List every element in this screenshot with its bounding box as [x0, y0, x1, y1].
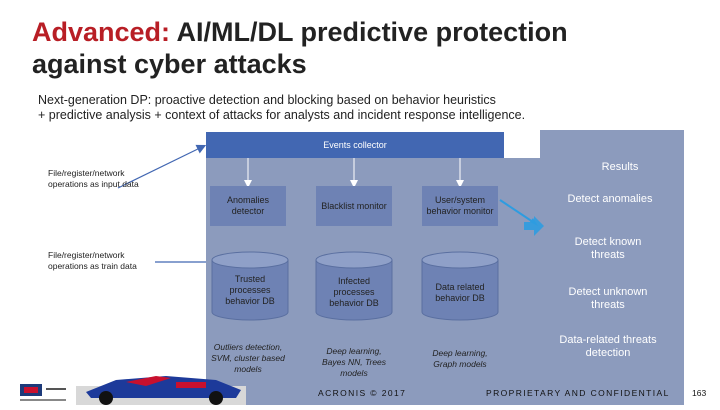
footer-logo-area	[20, 382, 70, 405]
results-arrow	[499, 199, 537, 225]
input-arrow	[117, 144, 207, 189]
model-label-1: Outliers detection, SVM, cluster based m…	[211, 342, 285, 374]
cylinder-icon	[211, 251, 289, 321]
input-data-label: File/register/network operations as inpu…	[48, 168, 139, 189]
title-accent: Advanced:	[32, 17, 171, 47]
train-data-label: File/register/network operations as trai…	[48, 250, 137, 271]
events-collector-label: Events collector	[323, 140, 387, 150]
model-label-2: Deep learning, Bayes NN, Trees models	[321, 346, 387, 378]
behavior-monitor-box: User/system behavior monitor	[422, 186, 498, 226]
subtitle-line1: Next-generation DP: proactive detection …	[38, 93, 496, 107]
title-text: AI/ML/DL predictive protection	[170, 17, 568, 47]
cylinder-icon	[315, 251, 393, 321]
footer-copyright: ACRONIS © 2017	[318, 388, 407, 398]
result-known-threats: Detect known threats	[574, 236, 642, 261]
anomalies-detector-box: Anomalies detector	[210, 186, 286, 226]
race-car-icon	[76, 376, 246, 405]
infected-db-label: Infected processes behavior DB	[329, 276, 379, 308]
footer-page-number: 163	[692, 388, 707, 398]
infected-db-cylinder: Infected processes behavior DB	[314, 250, 394, 322]
result-detect-anomalies: Detect anomalies	[567, 193, 653, 205]
race-car-image	[76, 362, 246, 405]
trusted-db-label: Trusted processes behavior DB	[225, 274, 275, 306]
subtitle: Next-generation DP: proactive detection …	[38, 93, 678, 123]
results-panel	[540, 130, 684, 160]
data-db-cylinder: Data related behavior DB	[420, 250, 500, 322]
data-db-label: Data related behavior DB	[435, 282, 485, 303]
model-label-3: Deep learning, Graph models	[432, 348, 488, 369]
cylinder-icon	[421, 251, 499, 321]
title-line2: against cyber attacks	[32, 49, 307, 79]
page-title: Advanced: AI/ML/DL predictive protection…	[32, 16, 692, 80]
partner-logo-icon	[20, 384, 66, 401]
result-unknown-threats: Detect unknown threats	[568, 286, 648, 311]
behavior-monitor-label: User/system behavior monitor	[426, 195, 494, 216]
result-data-threats: Data-related threats detection	[559, 334, 657, 359]
footer-confidential: PROPRIETARY AND CONFIDENTIAL	[486, 388, 670, 398]
results-label: Results	[601, 161, 639, 173]
subtitle-line2: + predictive analysis + context of attac…	[38, 108, 526, 122]
results-big-arrow	[524, 216, 544, 236]
events-collector-bar: Events collector	[206, 132, 504, 158]
blacklist-monitor-box: Blacklist monitor	[316, 186, 392, 226]
trusted-db-cylinder: Trusted processes behavior DB	[210, 250, 290, 322]
anomalies-detector-label: Anomalies detector	[226, 195, 270, 216]
blacklist-monitor-label: Blacklist monitor	[321, 200, 387, 211]
